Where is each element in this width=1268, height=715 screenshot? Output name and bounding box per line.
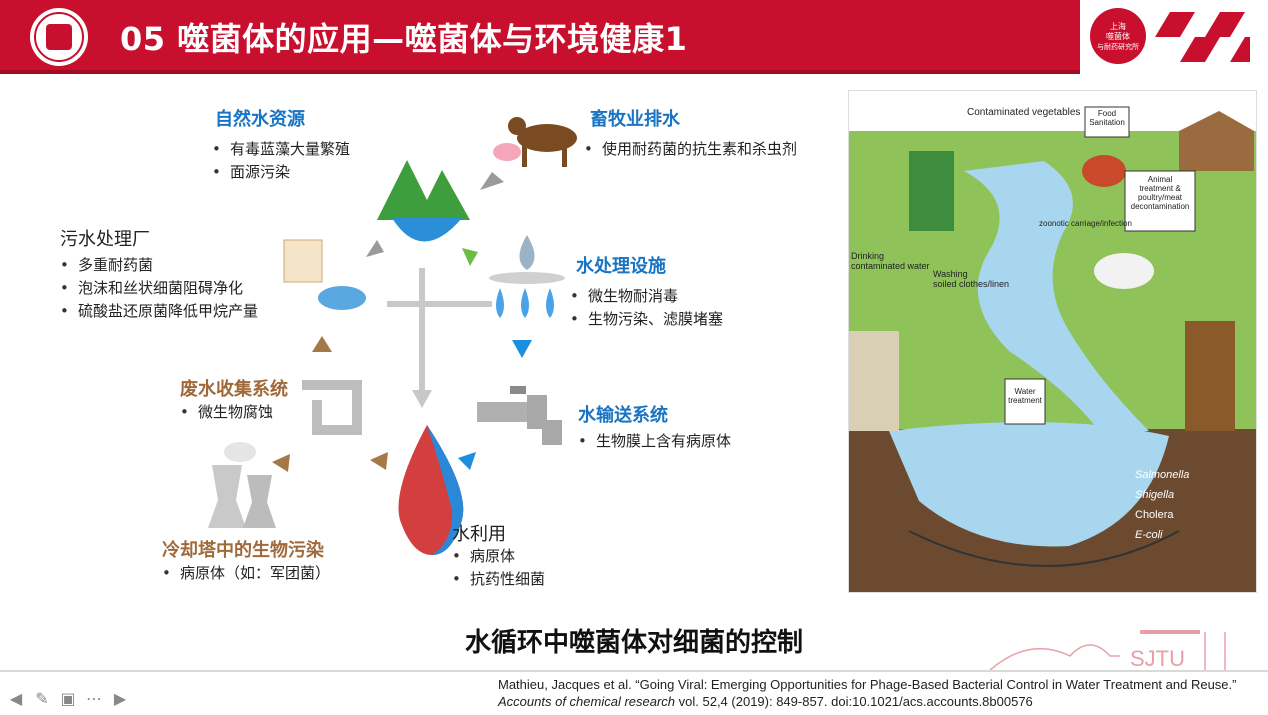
waste-collection-title: 废水收集系统 <box>180 379 288 400</box>
well <box>849 331 899 431</box>
label-drinking: Drinking contaminated water <box>851 251 930 271</box>
food-basket <box>1082 155 1126 187</box>
label-food-sanitation: Food Sanitation <box>1089 109 1125 127</box>
livestock-title: 畜牧业排水 <box>590 109 680 130</box>
next-slide-icon[interactable]: ▶ <box>113 689 127 708</box>
arrow-brown-3 <box>272 454 290 472</box>
sjtu-seal-logo <box>30 8 88 66</box>
livestock-items: 使用耐药菌的抗生素和杀虫剂 <box>584 138 797 161</box>
water-cycle-diagram: 自然水资源 有毒蓝藻大量繁殖 面源污染 畜牧业排水 使用耐药菌的抗生素和杀虫剂 … <box>22 90 838 588</box>
label-contaminated-vegetables: Contaminated vegetables <box>967 107 1081 118</box>
checker-flag-icon <box>1150 12 1250 62</box>
label-ecoli: E-coli <box>1135 529 1163 541</box>
label-cholera: Cholera <box>1135 509 1174 521</box>
arrow-green <box>462 248 478 266</box>
prev-slide-icon[interactable]: ◀ <box>9 689 23 708</box>
sjtu-text: SJTU <box>1130 646 1185 671</box>
arrow-brown-1 <box>312 336 332 352</box>
vegetable-field <box>909 151 954 231</box>
water-delivery-items: 生物膜上含有病原体 <box>578 430 731 453</box>
sewage-tank-icon <box>283 239 366 310</box>
animal-treatment-box <box>1124 170 1196 232</box>
label-zoonotic: zoonotic carriage/infection <box>1039 219 1132 228</box>
arrow-gray-1 <box>480 172 504 190</box>
label-salmonella: Salmonella <box>1135 469 1190 481</box>
label-animal-treatment: Animal treatment & poultry/meat decontam… <box>1130 175 1190 211</box>
presentation-nav: ◀ ✎ ▣ ⋯ ▶ <box>6 688 130 710</box>
mountain-icon <box>377 160 470 242</box>
faucet-icon <box>477 386 562 445</box>
header-bar <box>0 0 1268 74</box>
arrow-gray-2 <box>366 240 384 257</box>
citation: Mathieu, Jacques et al. “Going Viral: Em… <box>498 677 1237 709</box>
footer-divider <box>0 670 1268 672</box>
water-treatment-box <box>1004 378 1046 425</box>
food-sanitation-box <box>1084 106 1130 138</box>
water-drop-icon <box>398 425 464 555</box>
cooling-tower-items: 病原体（如：军团菌） <box>162 562 330 585</box>
cycle-graphics <box>208 117 577 555</box>
more-icon[interactable]: ⋯ <box>86 689 102 708</box>
slide-subtitle: 水循环中噬菌体对细菌的控制 <box>464 628 803 658</box>
cooling-tower-icon <box>208 442 276 528</box>
cow <box>1094 253 1154 289</box>
illustration-graphics <box>849 91 1256 592</box>
water-delivery-title: 水输送系统 <box>578 405 668 426</box>
hut <box>1179 111 1254 171</box>
pipe-icon <box>302 380 362 435</box>
header-shade <box>0 70 1268 74</box>
water-use-items: 病原体 抗药性细菌 <box>452 545 545 591</box>
phage-environment-illustration: Contaminated vegetables Food Sanitation … <box>848 90 1257 593</box>
cooling-tower-title: 冷却塔中的生物污染 <box>162 540 324 561</box>
label-water-treatment: Water treatment <box>1008 387 1042 405</box>
slides-icon[interactable]: ▣ <box>60 689 76 708</box>
arrow-blue-1 <box>512 340 532 358</box>
water-treatment-title: 水处理设施 <box>576 256 666 277</box>
natural-water-title: 自然水资源 <box>215 109 305 130</box>
water-drop-filter-icon <box>489 235 565 318</box>
natural-water-items: 有毒蓝藻大量繁殖 面源污染 <box>212 138 350 184</box>
label-washing: Washing soiled clothes/linen <box>933 269 1010 289</box>
sewage-plant-items: 多重耐药菌 泡沫和丝状细菌阻碍净化 硫酸盐还原菌降低甲烷产量 <box>60 254 258 323</box>
institute-logo: 上海 噬菌体 与耐药研究所 <box>1090 8 1146 64</box>
arrow-blue-2 <box>458 452 476 470</box>
pen-icon[interactable]: ✎ <box>35 689 49 708</box>
waste-collection-items: 微生物腐蚀 <box>180 401 273 424</box>
label-bg <box>969 107 1069 121</box>
sewage-plant-title: 污水处理厂 <box>60 229 150 250</box>
arrow-brown-2 <box>370 452 388 470</box>
cow-icon <box>508 117 577 167</box>
sjtu-footer-logo: SJTU <box>990 630 1226 671</box>
water-use-title: 水利用 <box>452 524 506 545</box>
pig-icon <box>493 143 521 161</box>
label-shigella: Shigella <box>1135 489 1175 501</box>
slide-title: 05 噬菌体的应用—噬菌体与环境健康1 <box>120 20 688 58</box>
water-treatment-items: 微生物耐消毒 生物污染、滤膜堵塞 <box>570 285 723 331</box>
outhouse <box>1185 321 1235 431</box>
